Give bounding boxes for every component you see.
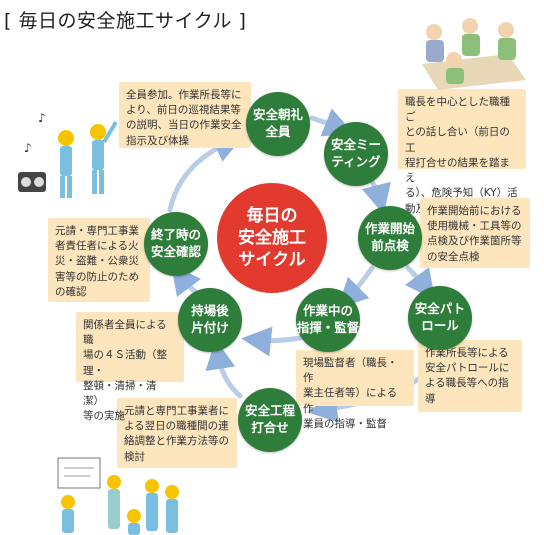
node-tenken-label: 作業開始 前点検: [364, 221, 415, 253]
node-katazuke-label: 持場後 片付け: [191, 303, 229, 335]
node-kakunin-label: 終了時の 安全確認: [150, 227, 201, 259]
note-kantoku: 現場監督者（職長・作 業主任者等）による作 業員の指導・監督: [296, 350, 414, 430]
note-meeting: 職長を中心とした職種ご との話し合い（前日の工 程打合せの結果を踏まえ る）、危…: [398, 89, 526, 230]
arrow-kakunin-chorei: [167, 134, 244, 213]
arrow-tenken-kantoku: [337, 265, 375, 309]
node-tenken: 作業開始 前点検: [358, 206, 422, 270]
node-kantoku-label: 作業中の 指揮・監督: [296, 303, 360, 335]
node-meeting-label: 安全ミー ティング: [330, 137, 381, 169]
node-chorei: 安全朝礼 全員: [246, 92, 310, 156]
arrow-chorei-meeting: [309, 108, 354, 137]
node-uchiawase: 安全工程 打合せ: [238, 388, 302, 452]
center-circle: 毎日の 安全施工 サイクル: [217, 183, 327, 293]
note-patrol: 作業所長等による 安全パトロールに よる職長等への指 導: [418, 340, 522, 412]
briefing-workers-illustration: [57, 457, 179, 535]
note-kantoku-text: 現場監督者（職長・作 業主任者等）による作 業員の指導・監督: [303, 357, 398, 430]
note-kakunin-text: 元請・専門工事業 者責任者による火 災・盗難・公衆災 害等の防止のため の確認: [55, 225, 139, 298]
note-kakunin: 元請・専門工事業 者責任者による火 災・盗難・公衆災 害等の防止のため の確認: [48, 218, 150, 302]
node-kantoku: 作業中の 指揮・監督: [296, 288, 360, 352]
meeting-workers-illustration: [422, 18, 526, 90]
center-label: 毎日の 安全施工 サイクル: [238, 205, 306, 271]
svg-text:♪: ♪: [38, 111, 46, 125]
page-title: [ 毎日の安全施工サイクル ]: [4, 10, 247, 32]
node-chorei-label: 安全朝礼 全員: [252, 107, 303, 139]
svg-text:♪: ♪: [24, 141, 32, 155]
note-patrol-text: 作業所長等による 安全パトロールに よる職長等への指 導: [425, 347, 510, 405]
arrow-tenken-patrol: [404, 265, 436, 300]
arrow-uchiawase-katazuke: [205, 339, 243, 399]
node-meeting: 安全ミー ティング: [324, 122, 388, 186]
note-tenken-text: 作業開始前における 使用機械・工具等の 点検及び作業箇所等 の安全点検: [427, 205, 522, 263]
note-uchiawase: 元請と専門工事業者に よる翌日の職種間の連 絡調整と作業方法等の 検討: [117, 398, 237, 468]
exercise-workers-illustration: ♪ ♪: [18, 111, 118, 198]
arrow-kantoku-katazuke: [241, 326, 303, 357]
note-katazuke: 関係者全員による職 場の４Ｓ活動（整理・ 整頓・清掃・清潔） 等の実施: [76, 312, 184, 422]
note-meeting-text: 職長を中心とした職種ご との話し合い（前日の工 程打合せの結果を踏まえ る）、危…: [405, 96, 518, 230]
node-katazuke: 持場後 片付け: [178, 288, 242, 352]
node-patrol: 安全パト ロール: [408, 286, 472, 350]
note-uchiawase-text: 元請と専門工事業者に よる翌日の職種間の連 絡調整と作業方法等の 検討: [124, 405, 229, 463]
note-katazuke-text: 関係者全員による職 場の４Ｓ活動（整理・ 整頓・清掃・清潔） 等の実施: [83, 319, 167, 423]
node-kakunin: 終了時の 安全確認: [144, 212, 208, 276]
node-patrol-label: 安全パト ロール: [414, 301, 466, 333]
note-chorei: 全員参加。作業所長等に より、前日の巡視結果等 の説明、当日の作業安全 指示及び…: [119, 82, 251, 148]
note-chorei-text: 全員参加。作業所長等に より、前日の巡視結果等 の説明、当日の作業安全 指示及び…: [126, 89, 242, 147]
node-uchiawase-label: 安全工程 打合せ: [244, 403, 295, 435]
note-tenken: 作業開始前における 使用機械・工具等の 点検及び作業箇所等 の安全点検: [420, 198, 530, 268]
